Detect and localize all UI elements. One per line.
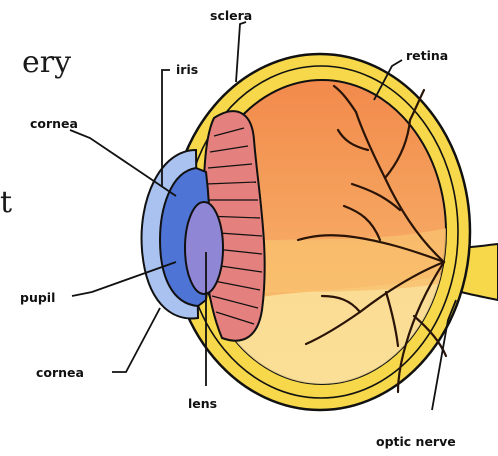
label-retina: retina bbox=[406, 48, 448, 63]
label-pupil: pupil bbox=[20, 290, 55, 305]
label-sclera: sclera bbox=[210, 8, 252, 23]
lens-shape bbox=[185, 202, 223, 294]
label-cornea-top: cornea bbox=[30, 116, 78, 131]
label-lens: lens bbox=[188, 396, 217, 411]
label-iris: iris bbox=[176, 62, 198, 77]
label-optic-nerve: optic nerve bbox=[376, 434, 456, 449]
label-cornea-bottom: cornea bbox=[36, 365, 84, 380]
